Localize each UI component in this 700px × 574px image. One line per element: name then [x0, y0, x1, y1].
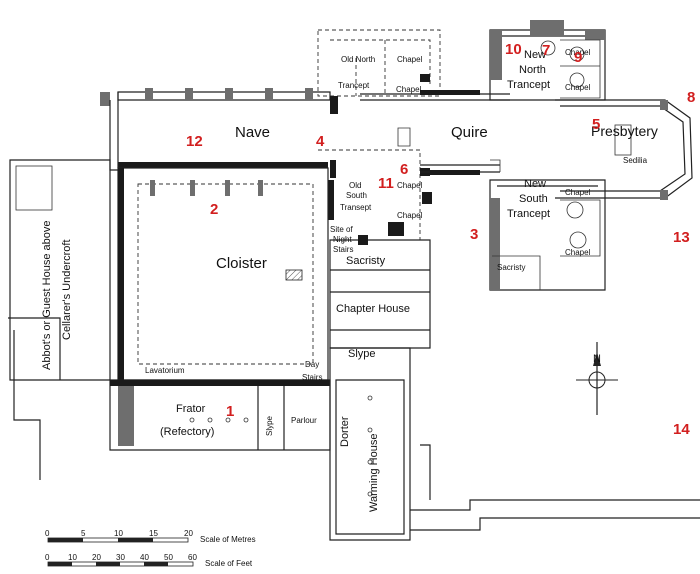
day-stairs-label: Stairs: [302, 373, 322, 382]
scale-metres-tick: 0: [45, 529, 50, 538]
scale-metres-tick: 10: [114, 529, 123, 538]
marker-9: 9: [574, 49, 582, 66]
scale-feet-tick: 60: [188, 553, 197, 562]
scale-feet-tick: 0: [45, 553, 50, 562]
numbered-markers: 1 2 3 4 5 6 7 8 9 10 11 12 13 14: [186, 41, 695, 438]
chapel-label: Chapel: [397, 55, 423, 64]
nave-label: Nave: [235, 124, 270, 141]
marker-5: 5: [592, 116, 600, 133]
chapel-label: Chapel: [565, 48, 591, 57]
abbots-house-label: Abbot's or Guest House above: [41, 221, 53, 370]
cellarers-undercroft-label: Cellarer's Undercroft: [61, 239, 73, 340]
scale-metres-tick: 5: [81, 529, 86, 538]
old-north-transept-label: Trancept: [338, 81, 370, 90]
scale-feet-ticks: 0 10 20 30 40 50 60: [45, 553, 197, 562]
night-stairs-label: Site of: [330, 225, 353, 234]
old-south-transept-label: Transept: [340, 203, 372, 212]
marker-8: 8: [687, 89, 695, 106]
new-south-transept-label: New: [524, 178, 546, 190]
chapel-label: Chapel: [397, 181, 423, 190]
north-label: N: [593, 353, 601, 365]
night-stairs-label: Night: [333, 235, 352, 244]
marker-13: 13: [673, 229, 690, 246]
scale-metres-tick: 20: [184, 529, 193, 538]
scale-feet-tick: 10: [68, 553, 77, 562]
chapel-label: Chapel: [396, 85, 422, 94]
marker-1: 1: [226, 403, 234, 420]
marker-6: 6: [400, 161, 408, 178]
night-stairs-label: Stairs: [333, 245, 353, 254]
new-south-transept-label: South: [519, 193, 548, 205]
marker-4: 4: [316, 133, 325, 150]
lavatorium-label: Lavatorium: [145, 366, 185, 375]
new-north-transept-label: New: [524, 49, 546, 61]
old-north-transept-label: Old North: [341, 55, 375, 64]
sacristy-label: Sacristy: [497, 263, 525, 272]
plan-walls: [8, 20, 700, 541]
new-south-transept-label: Trancept: [507, 208, 550, 220]
marker-3: 3: [470, 226, 478, 243]
new-north-transept-label: North: [519, 64, 546, 76]
sedilia-label: Sedilia: [623, 156, 648, 165]
presbytery-label: Presbytery: [591, 123, 658, 139]
slype-label: Slype: [265, 415, 274, 436]
marker-11: 11: [378, 175, 394, 192]
scale-feet-tick: 40: [140, 553, 149, 562]
scale-feet-tick: 20: [92, 553, 101, 562]
marker-10: 10: [505, 41, 522, 58]
frator-label: Frator: [176, 403, 206, 415]
chapel-label: Chapel: [565, 83, 591, 92]
scale-metres-tick: 15: [149, 529, 158, 538]
scale-metres-caption: Scale of Metres: [200, 535, 256, 544]
dorter-label: Dorter: [339, 416, 351, 447]
marker-7: 7: [542, 42, 550, 59]
parlour-label: Parlour: [291, 416, 317, 425]
warming-house-label: Warming House: [368, 434, 380, 512]
sacristy-label: Sacristy: [346, 255, 386, 267]
scale-bar-metres: [47, 537, 189, 543]
scale-metres-ticks: 0 5 10 15 20: [45, 529, 193, 538]
slype-label: Slype: [348, 348, 376, 360]
chapel-label: Chapel: [565, 188, 591, 197]
north-compass: [576, 342, 618, 415]
marker-12: 12: [186, 133, 203, 150]
cloister-label: Cloister: [216, 255, 267, 272]
chapter-house-label: Chapter House: [336, 303, 410, 315]
frator-label: (Refectory): [160, 426, 214, 438]
chapel-label: Chapel: [565, 248, 591, 257]
new-north-transept-label: Trancept: [507, 79, 550, 91]
marker-2: 2: [210, 201, 218, 218]
room-labels: Old North Trancept Chapel Chapel Nave Qu…: [41, 48, 658, 512]
day-stairs-label: Day: [305, 360, 319, 369]
scale-feet-tick: 50: [164, 553, 173, 562]
old-south-transept-label: Old: [349, 181, 361, 190]
scale-feet-caption: Scale of Feet: [205, 559, 253, 568]
scale-bar-feet: [47, 561, 194, 567]
chapel-label: Chapel: [397, 211, 423, 220]
old-south-transept-label: South: [346, 191, 367, 200]
marker-14: 14: [673, 421, 690, 438]
scale-feet-tick: 30: [116, 553, 125, 562]
quire-label: Quire: [451, 124, 488, 141]
